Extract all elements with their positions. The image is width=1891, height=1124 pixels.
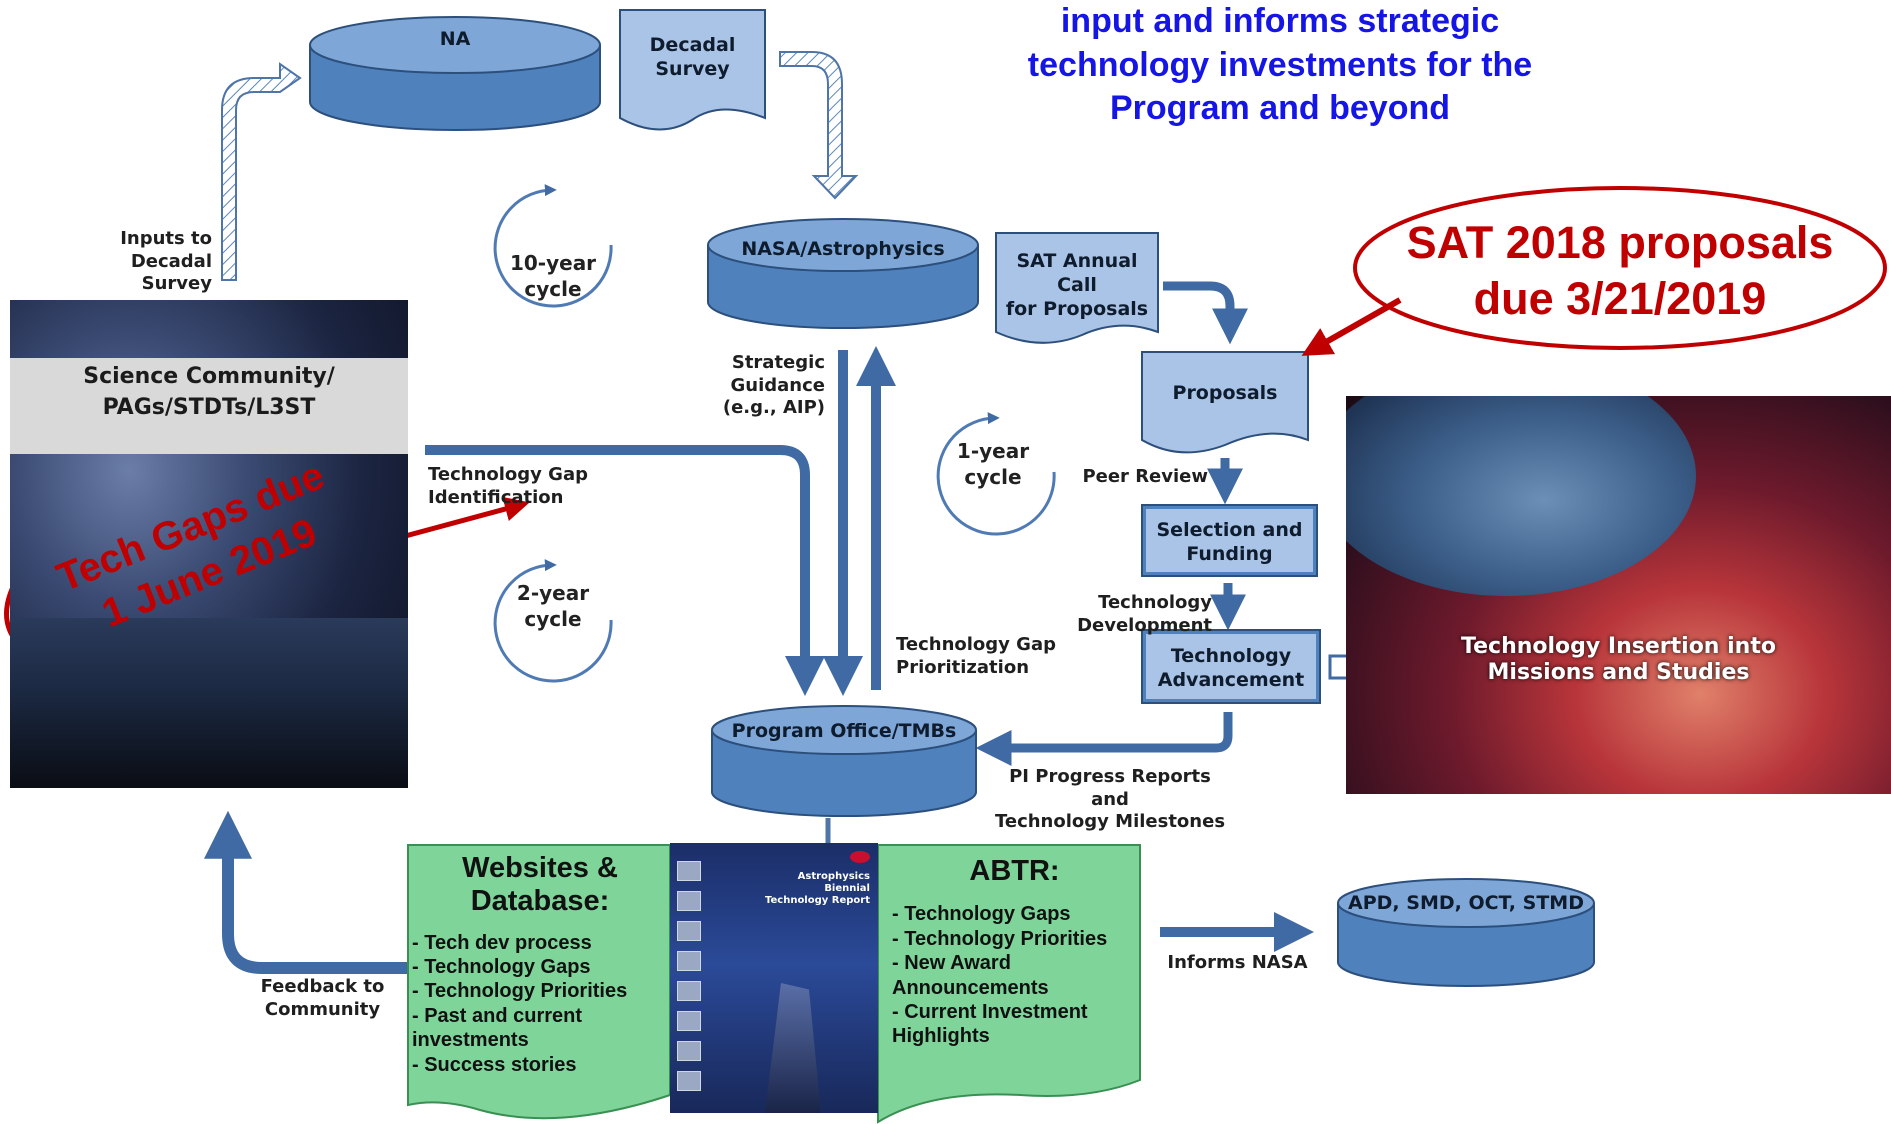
pi-progress-label: PI Progress Reports and Technology Miles… <box>994 766 1226 832</box>
thumbnail-icon <box>677 1071 701 1091</box>
feedback-label: Feedback to Community <box>260 976 385 1020</box>
na-label: NA <box>439 28 471 50</box>
strategic-guidance-label: Strategic Guidance (e.g., AIP) <box>722 352 825 418</box>
apd-label: APD, SMD, OCT, STMD <box>1348 892 1584 914</box>
sat-to-proposals-arrow <box>1163 281 1248 345</box>
na-cylinder <box>309 16 601 131</box>
decadal-survey-doc <box>619 9 766 131</box>
list-item: - New Award <box>892 952 1011 975</box>
science-title: Science Community/ PAGs/STDTs/L3ST <box>83 364 335 420</box>
apd-cylinder <box>1337 878 1595 987</box>
thumbnail-icon <box>677 951 701 971</box>
tech-insertion-image: Technology Insertion into Missions and S… <box>1346 396 1891 794</box>
websites-block: Websites & Database: - Tech dev process … <box>412 852 668 1077</box>
nasa-astrophysics-label: NASA/Astrophysics <box>741 238 945 260</box>
science-community-image: Science Community/ PAGs/STDTs/L3ST <box>10 300 408 788</box>
list-item: - Current Investment <box>892 1000 1088 1023</box>
tech-gap-prioritization-label: Technology Gap Prioritization <box>896 634 1056 678</box>
two-year-cycle-label: 2-year cycle <box>516 581 590 631</box>
tech-gap-id-arrow <box>425 445 825 696</box>
list-item: - Past and current <box>412 1004 583 1027</box>
science-title-band <box>10 358 408 454</box>
two-year-cycle-circle <box>493 559 613 683</box>
inputs-arrow <box>221 62 302 281</box>
sat-call-doc <box>995 232 1159 344</box>
nasa-logo-icon <box>850 851 870 863</box>
one-year-cycle-label: 1-year cycle <box>956 439 1030 489</box>
green-banner <box>407 844 1141 1124</box>
inputs-to-decadal-label: Inputs to Decadal Survey <box>120 228 212 294</box>
thumbnail-icon <box>677 891 701 911</box>
header-text: input and informs strategic technology i… <box>1027 2 1533 128</box>
list-item: - Technology Gaps <box>412 956 591 979</box>
pillars-graphic <box>765 983 821 1113</box>
websites-list: - Tech dev process - Technology Gaps - T… <box>412 931 668 1077</box>
list-item: - Technology Gaps <box>892 903 1071 926</box>
thumbnail-icon <box>677 1011 701 1031</box>
abtr-block: ABTR: - Technology Gaps - Technology Pri… <box>892 855 1137 1049</box>
earth-graphic <box>1346 396 1696 596</box>
peer-review-label: Peer Review <box>1082 466 1208 487</box>
decadal-survey-label: Decadal Survey <box>649 34 736 80</box>
sat-callout <box>1301 186 1887 356</box>
pi-progress-arrow <box>975 712 1233 766</box>
nasa-astrophysics-cylinder <box>707 218 979 329</box>
tech-advancement-label: Technology Advancement <box>1157 645 1305 691</box>
ten-year-cycle-circle <box>493 184 613 308</box>
ten-year-cycle-label: 10-year cycle <box>509 251 597 301</box>
thumbnail-icon <box>677 981 701 1001</box>
thumbnail-icon <box>677 921 701 941</box>
program-office-label: Program Office/TMBs <box>731 720 957 742</box>
report-title: Astrophysics Biennial Technology Report <box>765 871 870 906</box>
tech-gap-identification-label: Technology Gap Identification <box>428 464 588 508</box>
list-item: - Technology Priorities <box>412 980 628 1003</box>
sat-callout-text: SAT 2018 proposals due 3/21/2019 <box>1406 217 1834 325</box>
tech-insertion-caption: Technology Insertion into Missions and S… <box>1461 634 1776 686</box>
thumbnail-icon <box>677 1041 701 1061</box>
list-item: - Technology Priorities <box>892 927 1108 950</box>
feedback-arrow <box>204 810 408 974</box>
abtr-report-cover: Astrophysics Biennial Technology Report <box>670 843 878 1113</box>
decadal-arrow <box>779 51 859 200</box>
technology-development-label: Technology Development <box>1077 592 1212 636</box>
list-item: - Success stories <box>412 1053 577 1076</box>
informs-nasa-label: Informs NASA <box>1167 952 1308 973</box>
list-item: investments <box>412 1029 529 1052</box>
program-office-cylinder <box>711 705 977 817</box>
silhouette-ground <box>10 618 408 788</box>
proposals-label: Proposals <box>1172 382 1278 404</box>
thumbnail-icon <box>677 861 701 881</box>
sat-call-label: SAT Annual Call for Proposals <box>1005 250 1149 320</box>
selection-funding-label: Selection and Funding <box>1156 519 1303 565</box>
websites-title: Websites & Database: <box>462 852 618 918</box>
one-year-cycle-circle <box>936 412 1056 536</box>
abtr-title: ABTR: <box>969 855 1060 887</box>
list-item: - Tech dev process <box>412 931 592 954</box>
proposals-doc <box>1141 351 1309 454</box>
abtr-list: - Technology Gaps - Technology Prioritie… <box>892 902 1137 1048</box>
list-item: Highlights <box>892 1025 990 1048</box>
list-item: Announcements <box>892 976 1049 999</box>
